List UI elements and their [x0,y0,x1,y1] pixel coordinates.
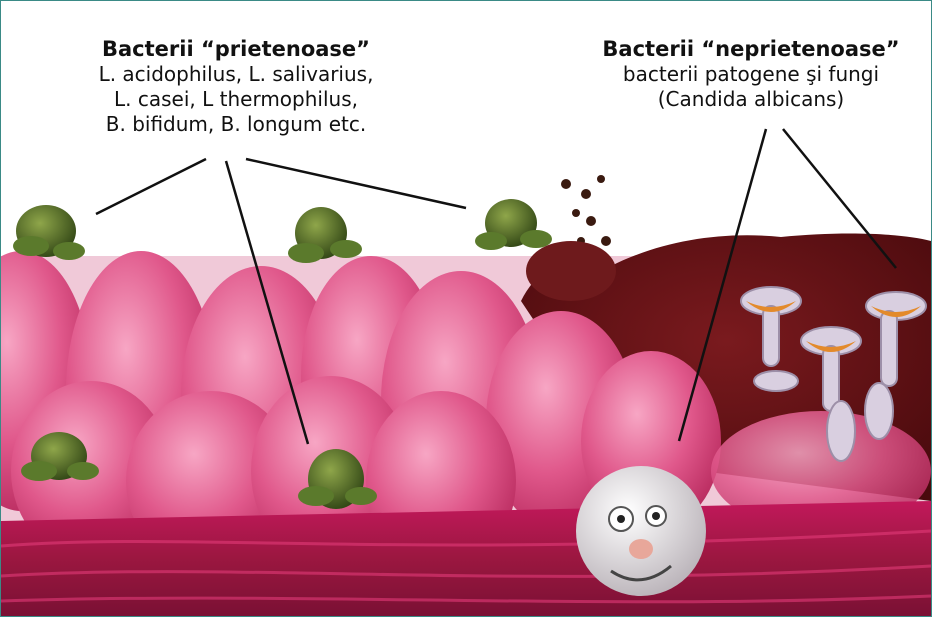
friendly-bacteria-label: Bacterii “prietenoase” L. acidophilus, L… [41,37,431,137]
unfriendly-description-line: bacterii patogene şi fungi [561,62,932,87]
pathogen-germ [576,466,706,596]
pathogen-particles [561,175,611,246]
friendly-species-line: B. bifidum, B. longum etc. [41,112,431,137]
unfriendly-description-line: (Candida albicans) [561,87,932,112]
unfriendly-bacteria-label: Bacterii “neprietenoase” bacterii patoge… [561,37,932,112]
friendly-bacterium [13,205,85,260]
friendly-bacterium [475,199,552,250]
friendly-bacterium [288,207,362,263]
friendly-title: Bacterii “prietenoase” [41,37,431,62]
unfriendly-title: Bacterii “neprietenoase” [561,37,932,62]
friendly-species-line: L. casei, L thermophilus, [41,87,431,112]
pathogen-mound [526,241,616,301]
friendly-species-line: L. acidophilus, L. salivarius, [41,62,431,87]
